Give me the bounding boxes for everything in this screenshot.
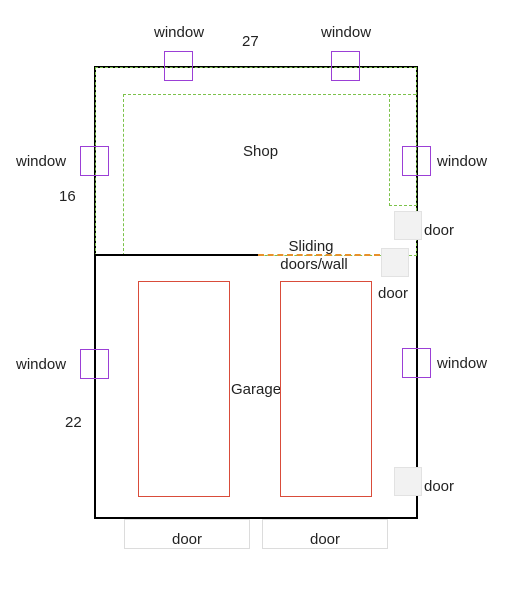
garage-door-right: door (262, 519, 388, 549)
door-shop-right (394, 211, 422, 240)
window-label-shop-right: window (437, 153, 488, 170)
window-shop-right (402, 146, 431, 176)
window-garage-right (402, 348, 431, 378)
window-top-left (164, 51, 193, 81)
window-label-garage-left: window (16, 356, 67, 373)
dimension-width: 27 (242, 33, 259, 50)
sliding-doors-label-line1: Sliding (288, 238, 334, 255)
room-label-garage: Garage (231, 381, 282, 398)
shop-inner-right (389, 94, 417, 206)
divider-wall (95, 254, 258, 256)
door-label-sliding-side: door (378, 285, 409, 302)
parking-bay-right (280, 281, 372, 497)
window-label-top-left: window (154, 24, 205, 41)
door-sliding-side (381, 248, 409, 277)
dimension-garage-depth: 22 (65, 414, 82, 431)
parking-bay-left (138, 281, 230, 497)
window-shop-left (80, 146, 109, 176)
room-label-shop: Shop (243, 143, 279, 160)
shop-inner-outline (123, 94, 416, 256)
sliding-doors-wall (258, 254, 380, 256)
door-garage-right (394, 467, 422, 496)
garage-door-left-label: door (171, 531, 203, 548)
garage-door-right-label: door (309, 531, 341, 548)
window-label-top-right: window (321, 24, 372, 41)
sliding-doors-label-line2: doors/wall (280, 256, 348, 273)
garage-door-left: door (124, 519, 250, 549)
window-label-garage-right: window (437, 355, 488, 372)
door-label-garage-right: door (424, 478, 455, 495)
dimension-shop-depth: 16 (59, 188, 76, 205)
door-label-shop-right: door (424, 222, 455, 239)
window-garage-left (80, 349, 109, 379)
window-label-shop-left: window (16, 153, 67, 170)
window-top-right (331, 51, 360, 81)
